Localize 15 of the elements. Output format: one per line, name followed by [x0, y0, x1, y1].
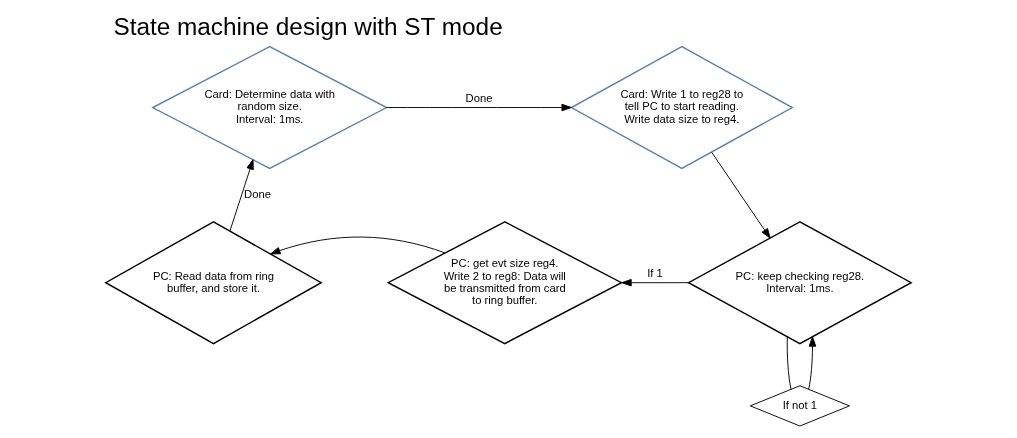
arrow — [808, 336, 817, 390]
diagram-title: State machine design with ST mode — [113, 13, 503, 41]
arrow — [711, 151, 771, 239]
connector — [786, 336, 792, 390]
edge-label: Done — [244, 188, 271, 201]
arrow — [386, 103, 572, 112]
edge-label: Done — [465, 91, 493, 104]
node-diamond: Card: Write 1 to reg28 to tell PC to start reading. Write data size to reg4. — [569, 45, 794, 170]
arrow — [229, 159, 254, 232]
arrow — [621, 278, 689, 287]
node-diamond: If not 1 — [749, 385, 850, 427]
edge-label: If 1 — [647, 266, 663, 279]
arrow — [270, 236, 446, 255]
node-diamond: PC: Read data from ring buffer, and store it. — [104, 221, 323, 345]
node-diamond: PC: get evt size reg4. Write 2 to reg8: Data will be transmitted from card to ring buffer. — [386, 221, 623, 345]
